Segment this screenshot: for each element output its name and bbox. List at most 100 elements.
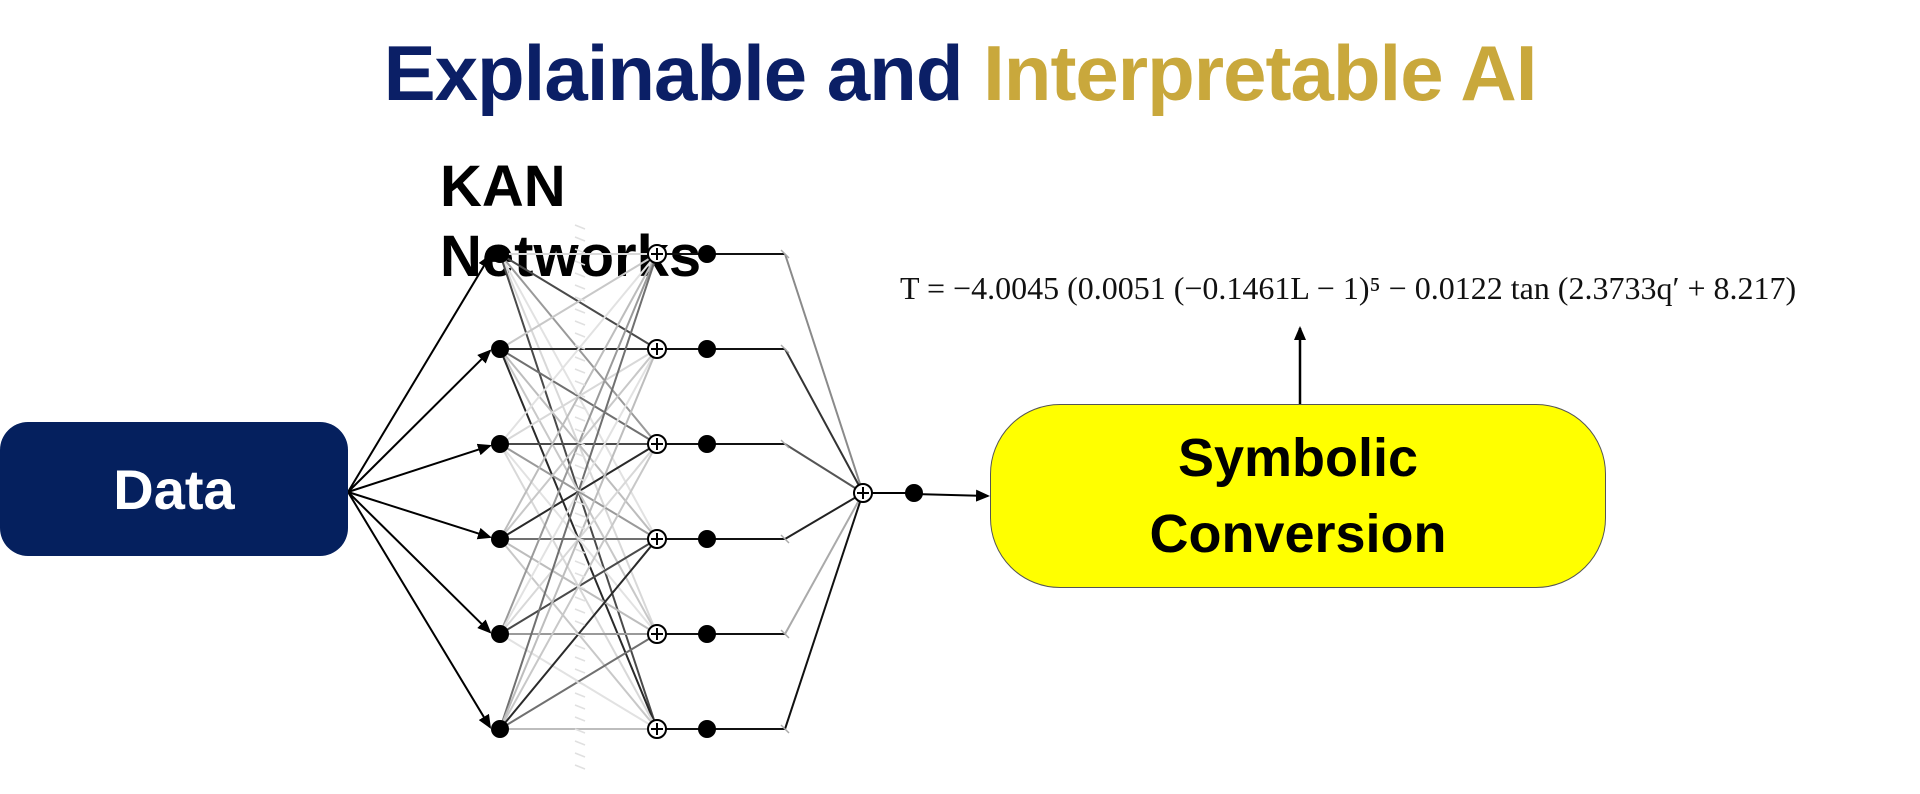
- activation-tick: [574, 668, 586, 674]
- symbolic-line-1: Symbolic: [1177, 428, 1419, 488]
- activation-tick: [574, 380, 586, 386]
- activation-tick: [574, 680, 586, 686]
- output-sum-node: [853, 483, 873, 503]
- activation-tick: [574, 632, 586, 638]
- activation-tick: [574, 476, 586, 482]
- kan-edge-layer1: [499, 253, 658, 445]
- hidden-node: [698, 435, 716, 453]
- activation-tick: [574, 584, 586, 590]
- activation-tick: [780, 629, 790, 639]
- kan-edge-layer1: [499, 253, 658, 730]
- activation-tick: [574, 656, 586, 662]
- activation-tick: [574, 764, 586, 770]
- output-aggregation-edge: [784, 492, 864, 730]
- input-node: [491, 625, 509, 643]
- hidden-node: [698, 340, 716, 358]
- page-title: Explainable and Interpretable AI: [0, 28, 1920, 118]
- activation-tick: [574, 224, 586, 230]
- hidden-sum-node: [647, 624, 667, 644]
- activation-tick: [574, 500, 586, 506]
- activation-tick: [574, 620, 586, 626]
- data-to-input-arrow: [347, 491, 492, 540]
- data-to-input-arrow: [347, 491, 492, 634]
- data-to-input-arrow: [347, 254, 492, 493]
- input-node: [491, 720, 509, 738]
- output-aggregation-edge: [784, 443, 864, 494]
- activation-tick: [574, 692, 586, 698]
- activation-tick: [574, 464, 586, 470]
- activation-tick: [574, 344, 586, 350]
- activation-tick: [574, 260, 586, 266]
- activation-tick: [574, 716, 586, 722]
- hidden-node: [698, 625, 716, 643]
- output-aggregation-edge: [784, 492, 864, 635]
- hidden-node: [698, 720, 716, 738]
- activation-tick: [574, 752, 586, 758]
- activation-tick: [574, 572, 586, 578]
- activation-tick: [574, 452, 586, 458]
- activation-tick: [574, 236, 586, 242]
- activation-tick: [574, 740, 586, 746]
- activation-tick: [574, 704, 586, 710]
- input-node: [491, 435, 509, 453]
- activation-tick: [574, 596, 586, 602]
- hidden-sum-node: [647, 434, 667, 454]
- data-to-input-arrow: [347, 443, 492, 493]
- data-to-input-arrow: [347, 491, 492, 729]
- kan-edge-layer1: [499, 253, 658, 635]
- activation-tick: [574, 536, 586, 542]
- hidden-sum-node: [647, 244, 667, 264]
- activation-tick: [574, 368, 586, 374]
- activation-tick: [574, 404, 586, 410]
- activation-tick: [574, 644, 586, 650]
- data-box: Data: [0, 422, 348, 556]
- title-part-interpretable: Interpretable AI: [983, 29, 1537, 117]
- output-aggregation-edge: [784, 348, 864, 494]
- output-aggregation-edge: [784, 253, 864, 494]
- hidden-node: [698, 530, 716, 548]
- symbolic-line-2: Conversion: [1149, 504, 1447, 564]
- kan-edge-layer1: [499, 253, 658, 350]
- activation-tick: [574, 524, 586, 530]
- activation-tick: [780, 724, 790, 734]
- activation-tick: [574, 296, 586, 302]
- input-node: [491, 340, 509, 358]
- to-symbolic-arrow: [913, 489, 990, 502]
- activation-tick: [574, 560, 586, 566]
- activation-tick: [780, 534, 790, 544]
- activation-tick: [574, 272, 586, 278]
- hidden-sum-node: [647, 339, 667, 359]
- activation-tick: [574, 728, 586, 734]
- output-aggregation-edge: [784, 492, 864, 540]
- kan-edge-layer1: [499, 633, 658, 730]
- activation-tick: [574, 440, 586, 446]
- activation-tick: [574, 608, 586, 614]
- activation-tick: [574, 308, 586, 314]
- hidden-node: [698, 245, 716, 263]
- activation-tick: [574, 548, 586, 554]
- data-box-label: Data: [113, 457, 235, 521]
- hidden-sum-node: [647, 719, 667, 739]
- symbolic-formula: T = −4.0045 (0.0051 (−0.1461L − 1)⁵ − 0.…: [900, 270, 1797, 306]
- activation-tick: [574, 512, 586, 518]
- kan-edge-layer1: [499, 253, 658, 540]
- symbolic-conversion-box: Symbolic Conversion: [990, 404, 1606, 588]
- activation-tick: [574, 416, 586, 422]
- activation-tick: [574, 284, 586, 290]
- activation-tick: [574, 356, 586, 362]
- activation-tick: [780, 344, 790, 354]
- input-node: [491, 245, 509, 263]
- activation-tick: [574, 428, 586, 434]
- activation-tick: [780, 439, 790, 449]
- title-part-explainable: Explainable and: [383, 29, 984, 117]
- activation-tick: [574, 332, 586, 338]
- hidden-sum-node: [647, 529, 667, 549]
- activation-tick: [574, 248, 586, 254]
- input-node: [491, 530, 509, 548]
- output-node: [905, 484, 923, 502]
- activation-tick: [574, 320, 586, 326]
- activation-tick: [574, 488, 586, 494]
- data-to-input-arrow: [347, 349, 492, 493]
